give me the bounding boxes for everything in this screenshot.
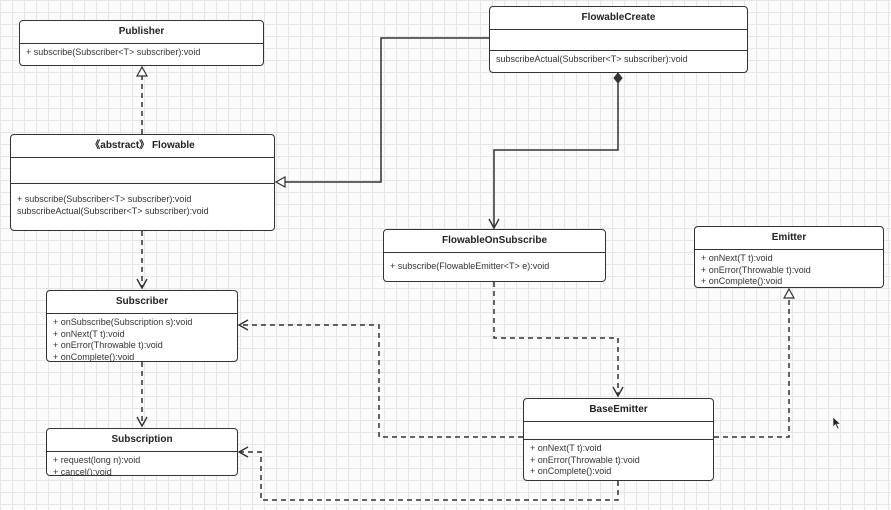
class-operations: subscribeActual(Subscriber<T> subscriber… <box>490 51 747 69</box>
class-operation: + onNext(T t):void <box>701 253 773 263</box>
edge-baseemitter-realizes-emitter <box>714 289 789 438</box>
class-operation: + onComplete():void <box>530 466 612 476</box>
class-operation: subscribeActual(Subscriber<T> subscriber… <box>17 205 209 216</box>
class-attributes <box>11 158 274 184</box>
class-operation: + onError(Throwable t):void <box>701 264 811 275</box>
class-title: BaseEmitter <box>524 399 713 422</box>
class-box-subscription[interactable]: Subscription + request(long n):void + ca… <box>46 428 238 476</box>
class-operations: + subscribe(Subscriber<T> subscriber):vo… <box>11 184 274 220</box>
class-operation: + onError(Throwable t):void <box>530 454 640 465</box>
class-operation: + cancel():void <box>53 466 112 476</box>
edge-baseemitter-uses-subscriber <box>237 319 523 438</box>
class-box-flowableonsubscribe[interactable]: FlowableOnSubscribe + subscribe(Flowable… <box>383 229 606 282</box>
class-title: FlowableOnSubscribe <box>384 230 605 253</box>
class-operation: + onNext(T t):void <box>530 443 602 453</box>
class-title: 《abstract》 Flowable <box>11 135 274 158</box>
class-operation: + onNext(T t):void <box>53 328 125 339</box>
class-title: Subscription <box>47 429 237 452</box>
class-box-flowablecreate[interactable]: FlowableCreate subscribeActual(Subscribe… <box>489 6 748 73</box>
edge-baseemitter-uses-subscription <box>237 446 619 501</box>
class-box-emitter[interactable]: Emitter + onNext(T t):void + onError(Thr… <box>694 226 884 288</box>
class-box-subscriber[interactable]: Subscriber + onSubscribe(Subscription s)… <box>46 290 238 362</box>
class-operation: subscribeActual(Subscriber<T> subscriber… <box>496 54 688 64</box>
class-operation: + subscribe(Subscriber<T> subscriber):vo… <box>26 47 201 57</box>
class-operation: + onComplete():void <box>53 351 135 362</box>
class-operation: + onSubscribe(Subscription s):void <box>53 317 193 327</box>
class-operation: + onError(Throwable t):void <box>53 340 163 350</box>
class-title: Subscriber <box>47 291 237 314</box>
class-operations: + subscribe(FlowableEmitter<T> e):void <box>384 253 605 276</box>
class-title: FlowableCreate <box>490 7 747 30</box>
class-operation: + subscribe(FlowableEmitter<T> e):void <box>390 261 550 271</box>
class-box-flowable[interactable]: 《abstract》 Flowable + subscribe(Subscrib… <box>10 134 275 231</box>
class-title: Publisher <box>20 21 263 44</box>
edge-onsubscribe-uses-baseemitter <box>493 282 624 398</box>
mouse-pointer-icon <box>832 416 842 430</box>
class-title: Emitter <box>695 227 883 250</box>
class-attributes <box>490 30 747 51</box>
class-operations: + onNext(T t):void + onError(Throwable t… <box>524 440 713 480</box>
class-operations: + onSubscribe(Subscription s):void + onN… <box>47 314 237 362</box>
class-box-publisher[interactable]: Publisher + subscribe(Subscriber<T> subs… <box>19 20 264 66</box>
edge-flowablecreate-extends-flowable <box>276 37 489 182</box>
edge-flowablecreate-has-onsubscribe <box>488 72 623 230</box>
class-operation: + subscribe(Subscriber<T> subscriber):vo… <box>17 194 192 204</box>
class-operation: + request(long n):void <box>53 455 141 465</box>
class-box-baseemitter[interactable]: BaseEmitter + onNext(T t):void + onError… <box>523 398 714 481</box>
class-operation: + onComplete():void <box>701 276 783 286</box>
class-operations: + onNext(T t):void + onError(Throwable t… <box>695 250 883 287</box>
class-operations: + request(long n):void + cancel():void <box>47 452 237 476</box>
class-attributes <box>524 422 713 440</box>
class-operations: + subscribe(Subscriber<T> subscriber):vo… <box>20 44 263 62</box>
